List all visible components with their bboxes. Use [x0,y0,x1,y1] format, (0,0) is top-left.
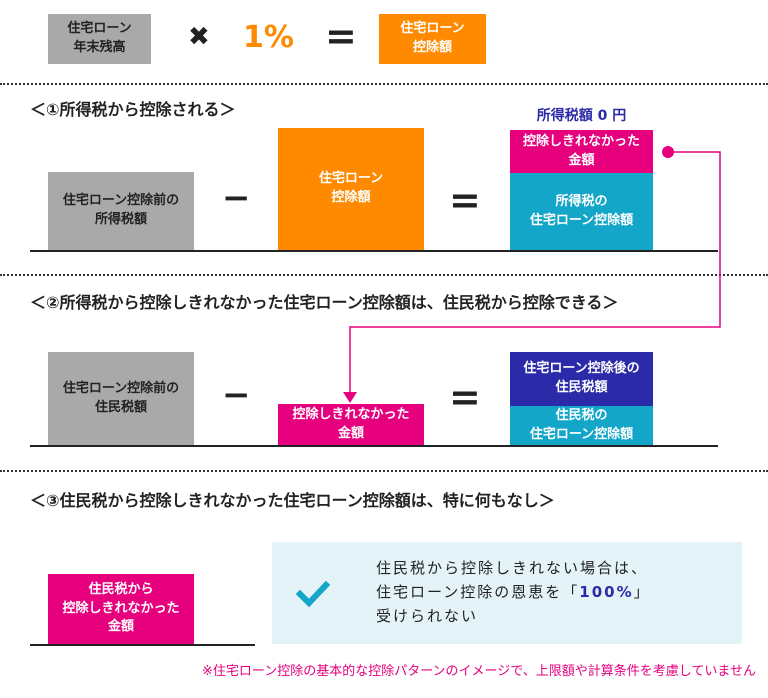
header-balance-box: 住宅ローン 年末残高 [48,14,151,64]
info-line-1: 住民税から控除しきれない場合は、 [376,559,649,577]
footnote: ※住宅ローン控除の基本的な控除パターンのイメージで、上限額や計算条件を考慮してい… [201,664,756,679]
section3-remaining-box: 住民税から 控除しきれなかった 金額 [48,574,194,644]
separator-2 [0,274,768,276]
info-highlight: 100% [579,583,634,601]
info-line-2-post: 」 [633,583,651,601]
info-line-3: 受けられない [376,607,479,625]
section1-deduction-box: 住宅ローン 控除額 [278,128,424,250]
section1-heading: ＜①所得税から控除される＞ [30,100,236,119]
section1-remaining-box: 控除しきれなかった 金額 [510,130,653,173]
section3-baseline [30,644,255,646]
section2-equals-sign: = [449,375,481,419]
check-icon [296,580,330,608]
section2-resident-tax-after-box: 住宅ローン控除後の 住民税額 [510,352,653,406]
section2-baseline [30,445,718,447]
section1-baseline [30,250,718,252]
multiply-sign: ✖ [188,22,210,52]
separator-1 [0,83,768,85]
section2-remaining-box: 控除しきれなかった 金額 [278,404,424,445]
section1-equals-sign: = [449,178,481,222]
section1-income-tax-before-box: 住宅ローン控除前の 所得税額 [48,172,194,250]
header-equals-sign: = [325,14,357,58]
info-line-2-pre: 住宅ローン控除の恩恵を「 [376,583,580,601]
rate-text: 1% [243,20,294,55]
section2-resident-tax-before-box: 住宅ローン控除前の 住民税額 [48,352,194,445]
separator-3 [0,470,768,472]
header-deduction-box: 住宅ローン 控除額 [379,14,486,64]
section3-heading: ＜③住民税から控除しきれなかった住宅ローン控除額は、特に何もなし＞ [30,491,555,510]
section1-result-label: 所得税額 0 円 [536,108,627,124]
section1-income-tax-deduction-box: 所得税の 住宅ローン控除額 [510,173,653,250]
section2-resident-tax-deduction-box: 住民税の 住宅ローン控除額 [510,406,653,445]
section1-minus-sign: − [222,178,251,218]
section2-minus-sign: − [222,375,251,415]
info-panel: 住民税から控除しきれない場合は、 住宅ローン控除の恩恵を「100%」 受けられな… [272,542,742,644]
info-text: 住民税から控除しきれない場合は、 住宅ローン控除の恩恵を「100%」 受けられな… [376,556,651,628]
section2-heading: ＜②所得税から控除しきれなかった住宅ローン控除額は、住民税から控除できる＞ [30,293,619,312]
